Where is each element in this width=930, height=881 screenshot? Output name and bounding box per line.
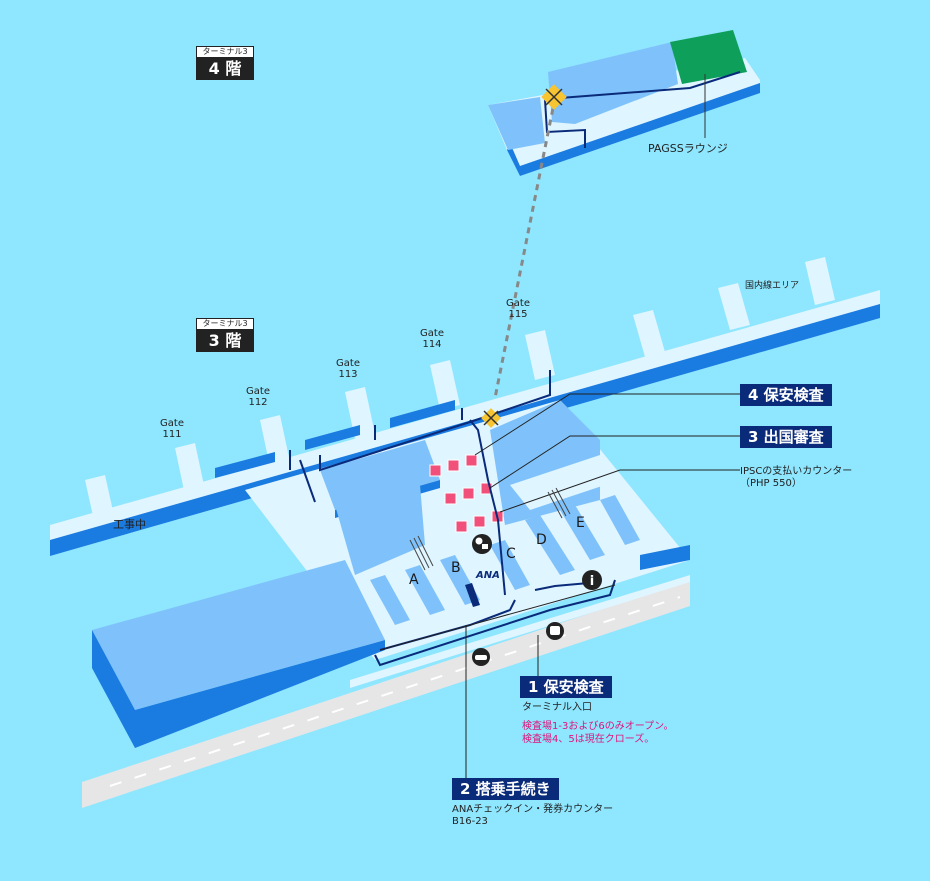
- checkpoint-note: 検査場1-3および6のみオープン。 検査場4、5は現在クローズ。: [522, 720, 674, 746]
- ana-counter-label: ANAチェックイン・発券カウンター B16-23: [452, 804, 613, 828]
- construction-label: 工事中: [113, 518, 146, 531]
- ana-counter-gate: B16-23: [452, 816, 488, 827]
- floor-3-label: ターミナル3 3 階: [196, 318, 254, 352]
- info-icon: i: [582, 570, 602, 590]
- gate-115: Gate 115: [498, 298, 538, 320]
- svg-text:i: i: [590, 574, 594, 589]
- ipsc-line1: IPSCの支払いカウンター: [740, 466, 853, 477]
- terminal-entrance-label: ターミナル入口: [522, 702, 592, 713]
- step-3-immigration: 3 出国審査: [740, 426, 832, 448]
- elevator-marker-4f: [541, 84, 567, 110]
- floor-3-terminal: ターミナル3: [196, 318, 254, 330]
- gate-113: Gate 113: [328, 358, 368, 380]
- ipsc-line2: （PHP 550）: [740, 478, 802, 489]
- gate-115-number: 115: [508, 309, 528, 320]
- section-d: D: [536, 532, 547, 548]
- section-e: E: [576, 515, 585, 531]
- checkpoint-note-line1: 検査場1-3および6のみオープン。: [522, 721, 674, 732]
- gate-112: Gate 112: [238, 386, 278, 408]
- gate-114: Gate 114: [412, 328, 452, 350]
- elevator-marker-3f: [481, 408, 501, 428]
- checkpoint-note-line2: 検査場4、5は現在クローズ。: [522, 734, 655, 745]
- bus-icon: [546, 622, 564, 640]
- floor-4-level: 4 階: [196, 58, 254, 80]
- gate-111: Gate 111: [152, 418, 192, 440]
- escalators: [409, 487, 571, 571]
- gate-114-number: 114: [422, 339, 442, 350]
- ana-counter-marker: [465, 583, 480, 607]
- domestic-area-label: 国内線エリア: [745, 281, 800, 291]
- step-4-security: 4 保安検査: [740, 384, 832, 406]
- floor-4-terminal: ターミナル3: [196, 46, 254, 58]
- section-c: C: [506, 546, 516, 562]
- floor-3-level: 3 階: [196, 330, 254, 352]
- gate-115-name: Gate: [506, 298, 530, 309]
- ipsc-counter-label: IPSCの支払いカウンター （PHP 550）: [740, 466, 852, 490]
- step-1-security: 1 保安検査: [520, 676, 612, 698]
- section-a: A: [409, 572, 419, 588]
- exchange-icon: [472, 534, 492, 554]
- gate-113-number: 113: [338, 369, 358, 380]
- floor-4-label: ターミナル3 4 階: [196, 46, 254, 80]
- taxi-icon: [472, 648, 490, 666]
- ana-counter-name: ANAチェックイン・発券カウンター: [452, 804, 614, 815]
- floor4-structure: [488, 30, 760, 176]
- road-dashes: [109, 596, 681, 787]
- gate-112-name: Gate: [246, 386, 270, 397]
- step-2-checkin: 2 搭乗手続き: [452, 778, 559, 800]
- lounge-area: [670, 30, 747, 84]
- gate-112-number: 112: [248, 397, 268, 408]
- gate-114-name: Gate: [420, 328, 444, 339]
- gate-111-name: Gate: [160, 418, 184, 429]
- gate-111-number: 111: [162, 429, 182, 440]
- leader-lines: [379, 393, 740, 780]
- section-b: B: [451, 560, 461, 576]
- gate-113-name: Gate: [336, 358, 360, 369]
- ana-logo: ANA: [476, 570, 500, 581]
- lounge-label: PAGSSラウンジ: [648, 142, 728, 155]
